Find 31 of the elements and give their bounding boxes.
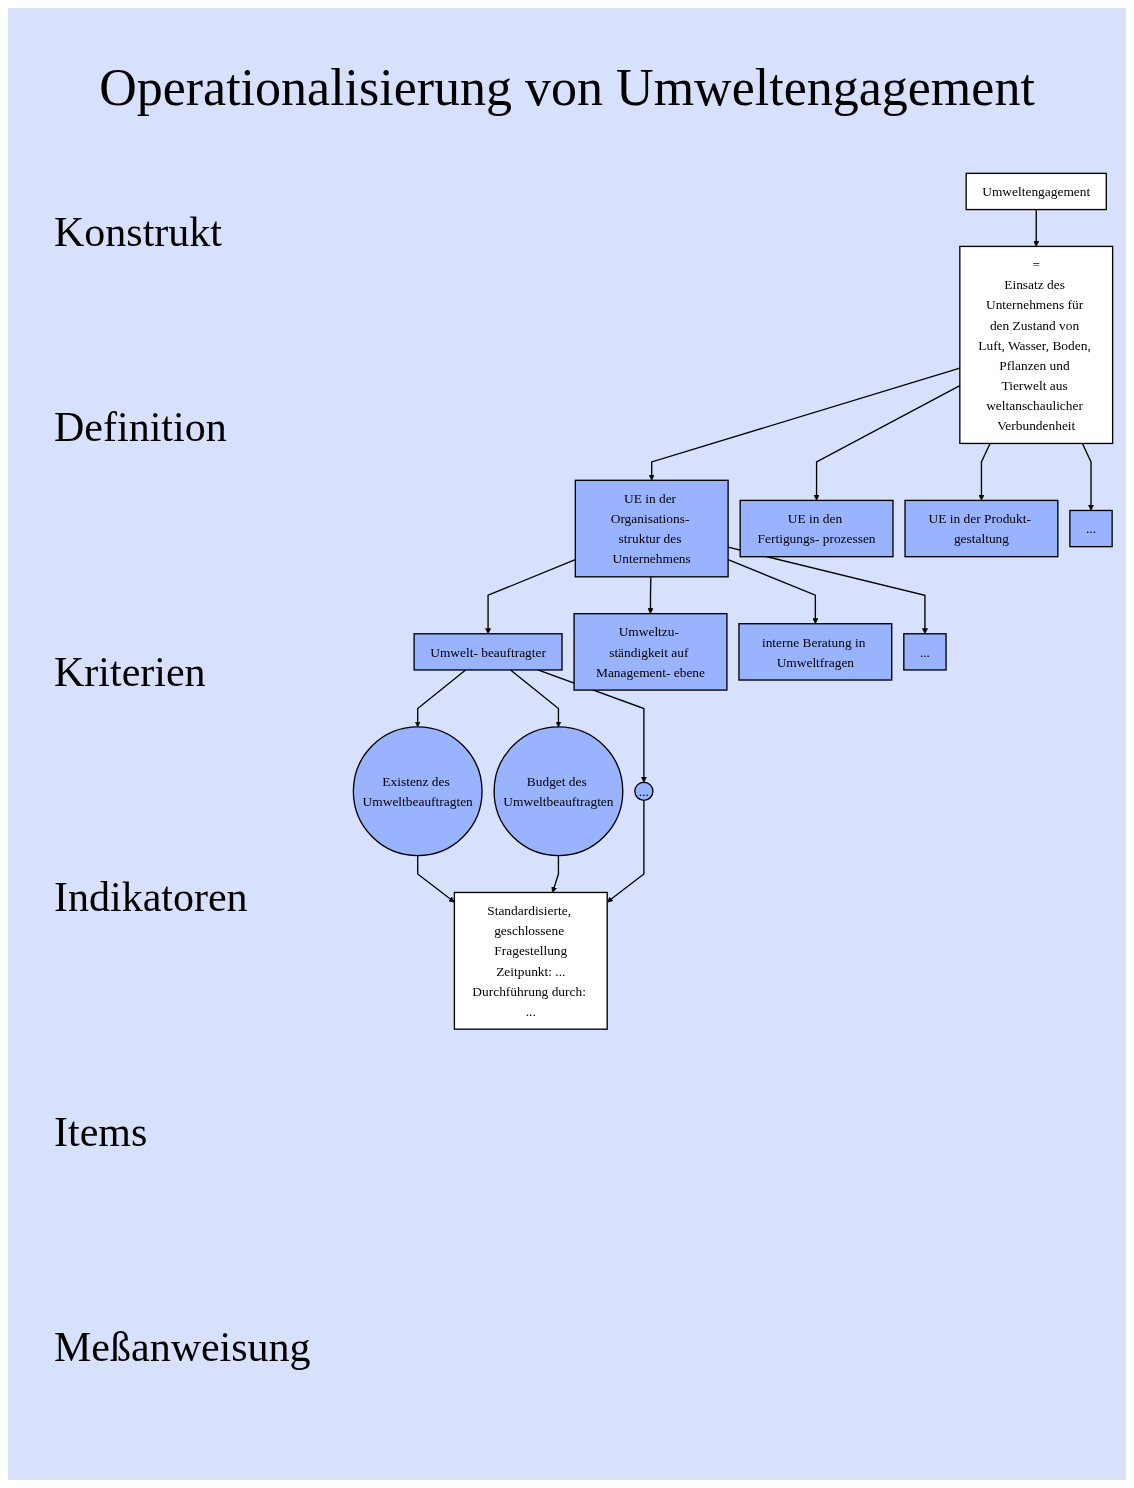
arrow: [978, 442, 991, 501]
node-box: [959, 245, 1114, 445]
row-label: Items: [54, 1108, 148, 1156]
row-label: Definition: [54, 403, 227, 451]
arrow: [551, 854, 560, 893]
node-box: [413, 633, 563, 671]
arrow: [485, 559, 576, 635]
node-box: [738, 623, 893, 681]
arrow: [1033, 208, 1040, 247]
node-circle: [493, 726, 624, 857]
node-box: [1069, 509, 1113, 548]
row-label: Konstrukt: [54, 208, 222, 256]
node-box: [965, 172, 1107, 211]
row-label: Indikatoren: [54, 873, 248, 921]
node-box: [903, 633, 947, 671]
node-circle: [352, 726, 483, 857]
node-circle: [634, 781, 654, 801]
arrow: [647, 576, 654, 614]
arrow: [417, 854, 455, 903]
arrow: [1081, 442, 1094, 511]
node-box: [904, 499, 1059, 558]
row-label: Meßanweisung: [54, 1323, 311, 1371]
node-box: [739, 499, 894, 558]
row-label: Kriterien: [54, 648, 206, 696]
arrow: [509, 669, 562, 728]
node-box: [573, 613, 728, 691]
title: Operationalisierung von Umweltengagement: [98, 58, 1036, 117]
node-box: [574, 479, 729, 578]
arrow: [414, 669, 467, 728]
flowchart: Umweltengagement = Einsatz des Unternehmens für den Zustand von Luft, Wasser, Boden, Pflanzen und Tierwelt aus weltanschaulicher Verbundenheit UE in der Organisations- struktur des Unternehmens UE in den Fertigungs- prozessen UE in der Produkt- gestaltung ... Umwelt- beauftragter Umweltzu- ständigkeit auf Management- ebene interne Beratung in Umweltfragen ... Existenz des Umweltbeauftragten Budget des Umweltbeauftragten ... Standardisierte, geschlossene Fragestellung Zeitpunkt: ... Durchführung durch: ...: [348, 168, 1118, 1035]
node-box: [453, 891, 608, 1030]
